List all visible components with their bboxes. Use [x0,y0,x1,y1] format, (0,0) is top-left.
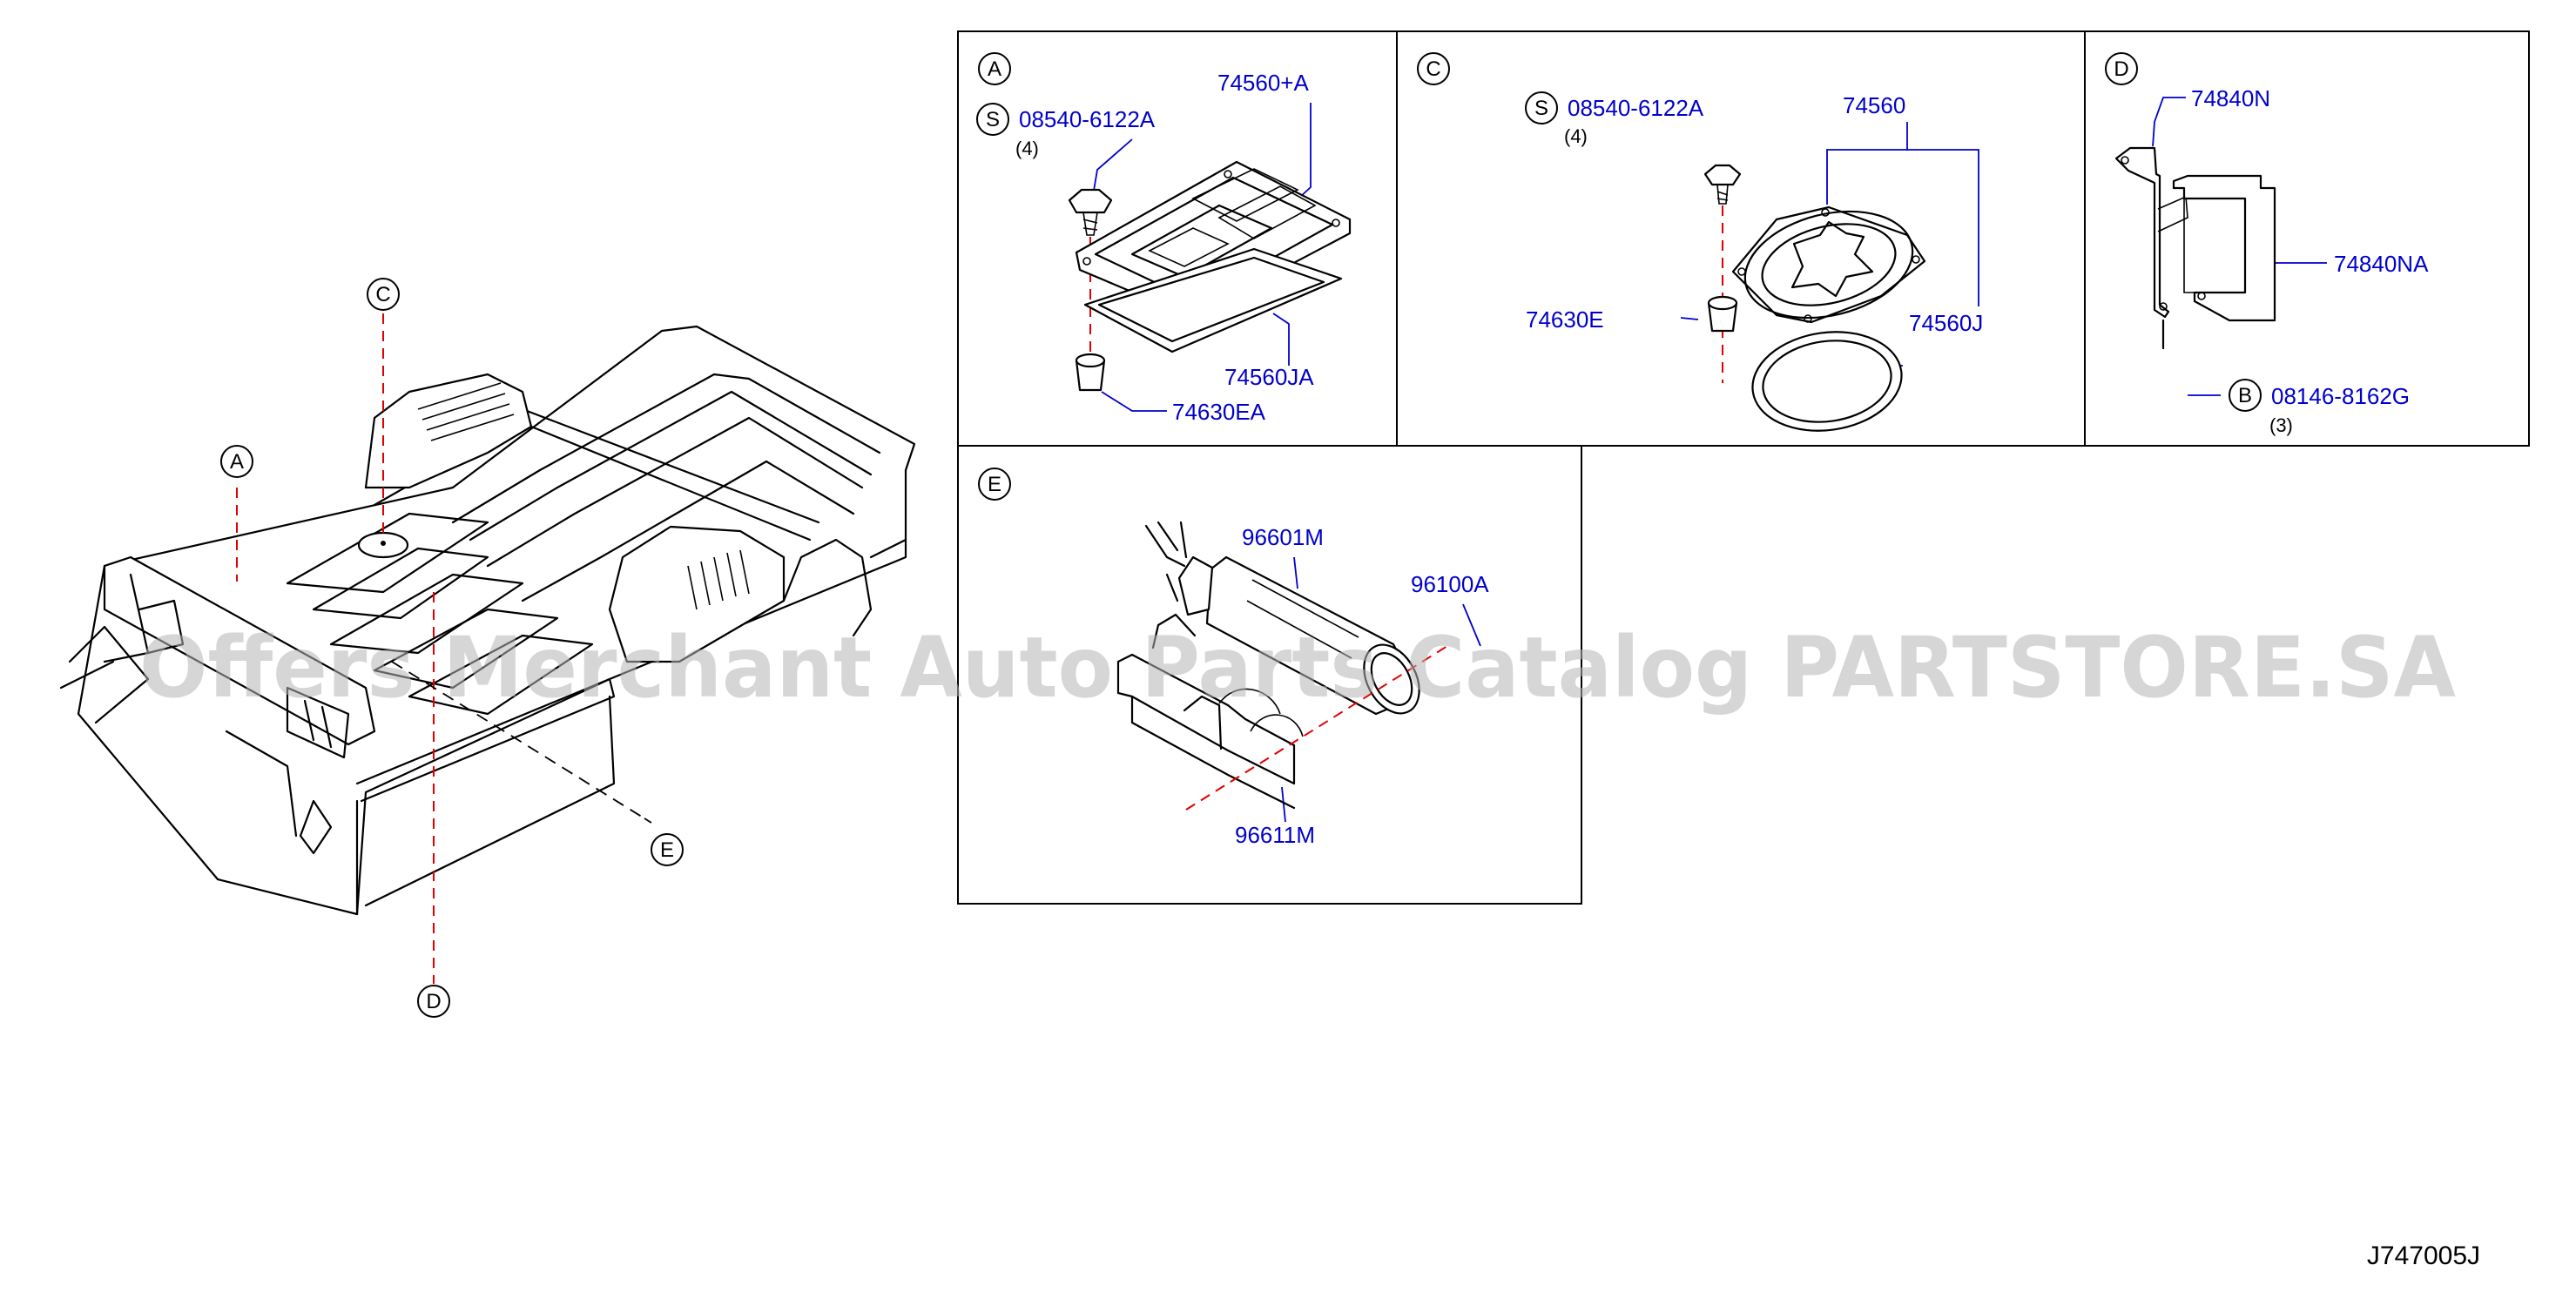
floor-overview: A C D E [59,278,916,1018]
screw-symbol: S [1534,97,1548,120]
panel-a: A S 08540-6122A (4) 74560+A 74560JA 7463… [976,52,1352,425]
part-96611m[interactable]: 96611M [1235,822,1315,848]
bolt-symbol: B [2238,384,2252,407]
part-08540-6122a[interactable]: 08540-6122A [1019,106,1156,132]
callout-e[interactable]: E [651,833,684,866]
panel-d-frame [2084,30,2530,447]
panel-d-letter: D [2114,57,2128,81]
part-74840n[interactable]: 74840N [2191,85,2270,111]
panel-e-frame [957,445,1582,905]
panel-d: D 74840N 74840NA B 08146-8162G (3) [2105,52,2429,436]
part-08540-6122a[interactable]: 08540-6122A [1568,95,1704,121]
callout-a[interactable]: A [220,445,253,478]
part-74560j[interactable]: 74560J [1909,310,1983,336]
screw-qty: (4) [1564,125,1588,147]
svg-text:E: E [660,838,674,862]
panel-c-frame [1396,30,2086,447]
part-96601m[interactable]: 96601M [1242,524,1324,550]
panel-c: C S 08540-6122A (4) 74560 74630E 74560J [1417,52,1983,432]
diagram-code: J747005J [2367,1242,2480,1270]
panel-c-letter: C [1426,57,1440,81]
screw-symbol: S [986,108,1000,131]
panel-e: E 96601M 96100A 96611M [978,468,1489,848]
callout-d[interactable]: D [417,985,450,1018]
panel-a-letter: A [988,57,1001,81]
part-74560ja[interactable]: 74560JA [1224,364,1314,390]
svg-text:D: D [426,990,441,1013]
part-74560[interactable]: 74560 [1843,92,1905,118]
watermark: Offers Merchant Auto Parts Catalog PARTS… [139,619,2456,717]
callout-c[interactable]: C [367,278,400,311]
bolt-qty: (3) [2269,414,2293,436]
svg-text:A: A [230,450,244,474]
part-74630e[interactable]: 74630E [1526,306,1604,333]
svg-text:C: C [375,283,390,306]
part-74560a[interactable]: 74560+A [1217,70,1309,96]
part-08146-8162g[interactable]: 08146-8162G [2271,383,2410,409]
screw-qty: (4) [1015,138,1039,159]
part-74840na[interactable]: 74840NA [2334,251,2429,277]
panel-e-letter: E [988,473,1001,496]
part-74630ea[interactable]: 74630EA [1172,399,1266,425]
part-96100a[interactable]: 96100A [1411,571,1489,597]
